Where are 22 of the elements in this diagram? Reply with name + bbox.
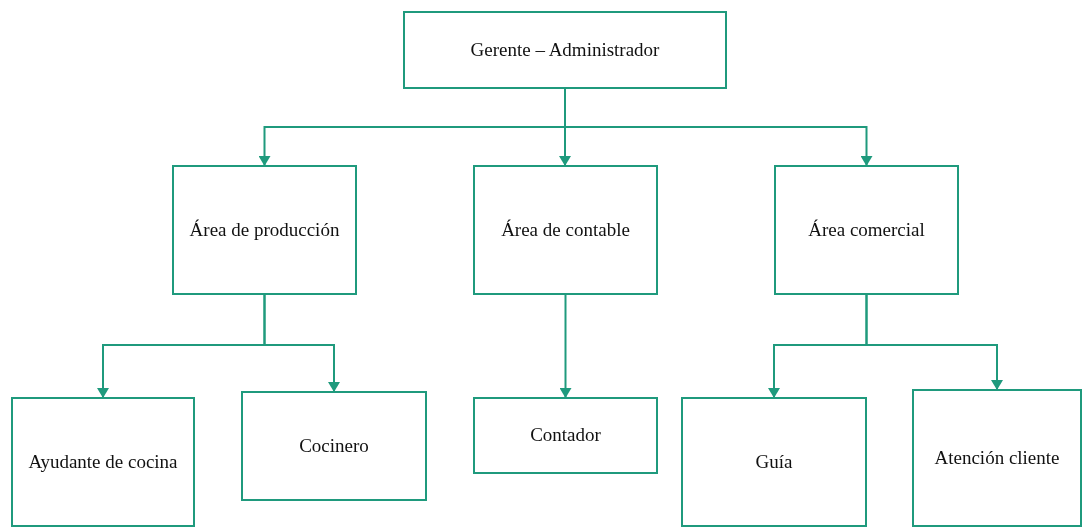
connector-arrow (865, 294, 1003, 390)
box-label: Gerente – Administrador (469, 38, 661, 62)
org-box (241, 391, 427, 501)
box-label: Guía (754, 450, 794, 474)
org-box (403, 11, 727, 89)
connector-arrow (263, 294, 340, 392)
box-label: Ayudante de cocina (27, 450, 179, 474)
org-box (11, 397, 195, 527)
box-label: Área comercial (807, 218, 926, 242)
box-label: Atención cliente (933, 446, 1061, 470)
org-box (681, 397, 867, 527)
box-label: Área de producción (188, 218, 341, 242)
connector-arrow (559, 294, 572, 398)
connector-arrow (564, 88, 873, 166)
org-box (473, 165, 658, 295)
box-label: Contador (529, 424, 602, 447)
org-box (473, 397, 658, 474)
org-box (912, 389, 1082, 527)
org-box (172, 165, 357, 295)
box-label: Cocinero (298, 434, 370, 458)
org-box (774, 165, 959, 295)
box-label: Área de contable (500, 218, 631, 242)
